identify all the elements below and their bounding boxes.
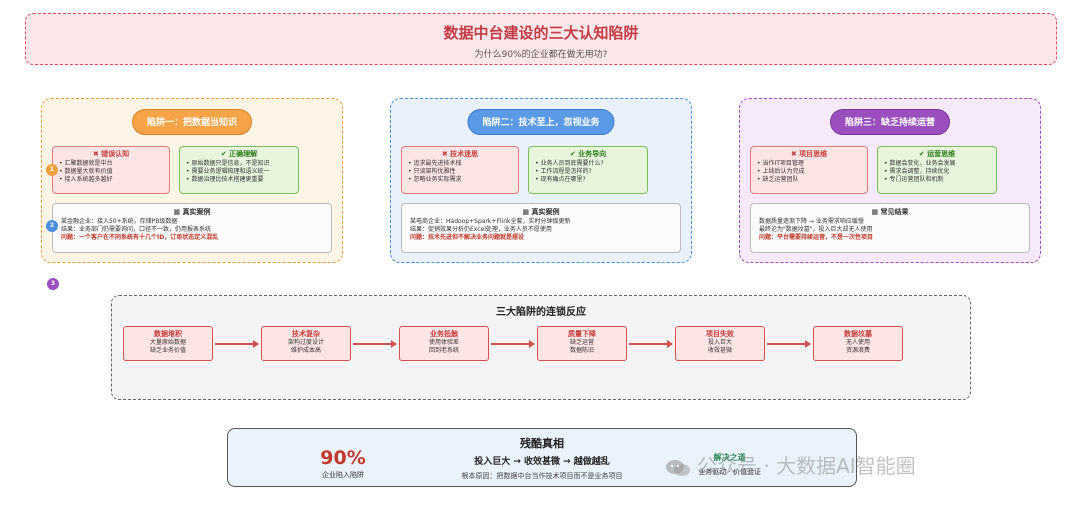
trap-3-right-card: ✔ 运营思维 • 数据会变化，业务会发展 • 需求会调整，持续优化 • 专门运营… [877,146,997,194]
list-item: • 上线后认为完成 [757,168,805,175]
trap-1-right-card: ✔ 正确理解 • 原始数据只是信息，不是知识 • 需要业务逻辑梳理和语义统一 •… [179,146,299,194]
list-item: • 数据会变化，业务会发展 [884,160,956,167]
chain-title: 三大陷阱的连锁反应 [496,307,586,318]
truth-stat-label: 企业陷入陷阱 [322,471,364,479]
list-item: • 接入系统越多越好 [59,176,113,183]
marker-2: 2 [46,220,58,232]
list-item: • 缺乏运营团队 [757,176,799,183]
building-icon: ▦ [173,208,183,216]
list-item: • 原始数据只是信息，不是知识 [186,160,270,167]
chain-reaction-panel: 三大陷阱的连锁反应 数据堆积大量原始数据缺乏业务价值 技术复杂架构过度设计维护成… [111,295,971,400]
trap-panel-3: 陷阱三：缺乏持续运营 ✖ 项目思维 • 当作IT项目管理 • 上线后认为完成 •… [739,98,1041,263]
trap-3-case-head: ▦ 常见结果 [871,208,909,216]
list-item: • 现有痛点在哪里? [535,176,586,183]
list-item: • 追求最先进技术栈 [408,160,462,167]
chain-step: 技术复杂架构过度设计维护成本高 [261,326,351,361]
list-item: • 业务人员到底需要什么? [535,160,604,167]
trap-3-pill: 陷阱三：缺乏持续运营 [829,109,951,135]
page-subtitle: 为什么90%的企业都在做无用功? [474,50,608,60]
trap-1-case-head: ▦ 真实案例 [173,208,211,216]
wechat-icon [666,459,690,476]
watermark-text: 公众号 · 大数据AI智能圈 [697,454,916,478]
trap-2-wrong-card: ✖ 技术迷思 • 追求最先进技术栈 • 只谈架构优雅性 • 忽略业务实际需求 [401,146,519,194]
arrow-icon [215,340,259,348]
trap-1-wrong-card: ✖ 错误认知 • 汇聚数据就是中台 • 数据量大就有价值 • 接入系统越多越好 [52,146,170,194]
building-icon: ▦ [871,208,881,216]
case-line: 结果：业务部门仍需要询问，口径不一致，仍用报表系统 [61,226,212,233]
chain-step: 质量下降缺乏运营数据陈旧 [537,326,627,361]
case-problem: 问题：技术先进但不解决业务问题就是摆设 [410,234,525,241]
check-icon: ✔ [569,150,579,158]
trap-1-right-head: ✔ 正确理解 [220,150,258,158]
case-problem: 问题：一个客户在不同系统有十几个ID，订单状态定义混乱 [61,234,219,241]
trap-1-pill: 陷阱一：把数据当知识 [131,109,253,135]
trap-2-case: ▦ 真实案例 某电商企业：Hadoop+Spark+Flink全套，实时分钟级更… [401,203,681,253]
truth-reason: 根本原因：把数据中台当作技术项目而不是业务项目 [461,472,623,480]
marker-3: 3 [47,278,59,290]
chain-step: 数据堆积大量原始数据缺乏业务价值 [123,326,213,361]
case-line: 结果：促销效果分析仍Excel处理，业务人员不愿使用 [410,226,552,233]
truth-solution-head: 解决之道 [713,453,746,462]
list-item: • 数据量大就有价值 [59,168,113,175]
truth-stat-value: 90% [320,447,366,469]
list-item: • 汇聚数据就是中台 [59,160,113,167]
chain-step: 数据坟墓无人使用资源浪费 [813,326,903,361]
truth-title: 残酷真相 [520,437,564,450]
building-icon: ▦ [522,208,532,216]
watermark: 公众号 · 大数据AI智能圈 [665,450,916,479]
list-item: • 工作流程是怎样的? [535,168,592,175]
case-line: 某金融企业：接入50+系统，存储PB级数据 [61,218,178,225]
case-line: 某电商企业：Hadoop+Spark+Flink全套，实时分钟级更新 [410,218,571,225]
arrow-icon [629,340,673,348]
trap-2-pill: 陷阱二：技术至上，忽视业务 [467,109,615,135]
truth-stat: 90% 企业陷入陷阱 [308,447,378,480]
arrow-icon [353,340,397,348]
list-item: • 数据治理比技术搭建更重要 [186,176,264,183]
check-icon: ✔ [918,150,928,158]
case-line: 最终沦为"数据坟墓"，投入巨大却无人使用 [759,226,873,233]
trap-3-wrong-head: ✖ 项目思维 [790,150,828,158]
title-banner: 数据中台建设的三大认知陷阱 为什么90%的企业都在做无用功? [25,13,1057,65]
cross-icon: ✖ [92,150,102,158]
trap-2-case-head: ▦ 真实案例 [522,208,560,216]
page-title: 数据中台建设的三大认知陷阱 [443,24,639,42]
truth-solution-desc: 业务驱动 · 价值验证 [698,468,761,476]
list-item: • 需求会调整，持续优化 [884,168,950,175]
case-problem: 问题：平台需要持续运营，不是一次性项目 [759,234,874,241]
truth-center: 投入巨大 → 收效甚微 → 越做越乱 根本原因：把数据中台当作技术项目而不是业务… [388,454,696,481]
list-item: • 只谈架构优雅性 [408,168,456,175]
chain-step: 项目失败投入巨大收效甚微 [675,326,765,361]
trap-1-case: ▦ 真实案例 某金融企业：接入50+系统，存储PB级数据 结果：业务部门仍需要询… [52,203,332,253]
trap-3-wrong-card: ✖ 项目思维 • 当作IT项目管理 • 上线后认为完成 • 缺乏运营团队 [750,146,868,194]
trap-2-wrong-head: ✖ 技术迷思 [441,150,479,158]
trap-3-right-head: ✔ 运营思维 [918,150,956,158]
truth-solution: 解决之道 业务驱动 · 价值验证 [698,452,761,477]
trap-3-case: ▦ 常见结果 数据质量逐渐下降 → 业务需求响应缓慢 最终沦为"数据坟墓"，投入… [750,203,1030,253]
cross-icon: ✖ [441,150,451,158]
trap-panel-1: 陷阱一：把数据当知识 ✖ 错误认知 • 汇聚数据就是中台 • 数据量大就有价值 … [41,98,343,263]
trap-2-right-card: ✔ 业务导向 • 业务人员到底需要什么? • 工作流程是怎样的? • 现有痛点在… [528,146,648,194]
trap-2-right-head: ✔ 业务导向 [569,150,607,158]
marker-1: 1 [46,164,58,176]
arrow-icon [491,340,535,348]
truth-panel: 残酷真相 90% 企业陷入陷阱 投入巨大 → 收效甚微 → 越做越乱 根本原因：… [227,428,857,487]
list-item: • 需要业务逻辑梳理和语义统一 [186,168,270,175]
truth-formula: 投入巨大 → 收效甚微 → 越做越乱 [474,457,610,467]
cross-icon: ✖ [790,150,800,158]
list-item: • 专门运营团队和机制 [884,176,944,183]
check-icon: ✔ [220,150,230,158]
trap-1-wrong-head: ✖ 错误认知 [92,150,130,158]
list-item: • 忽略业务实际需求 [408,176,462,183]
arrow-icon [767,340,811,348]
case-line: 数据质量逐渐下降 → 业务需求响应缓慢 [759,218,864,225]
chain-step: 业务抵触使用体验差回到老系统 [399,326,489,361]
list-item: • 当作IT项目管理 [757,160,804,167]
trap-panel-2: 陷阱二：技术至上，忽视业务 ✖ 技术迷思 • 追求最先进技术栈 • 只谈架构优雅… [390,98,692,263]
